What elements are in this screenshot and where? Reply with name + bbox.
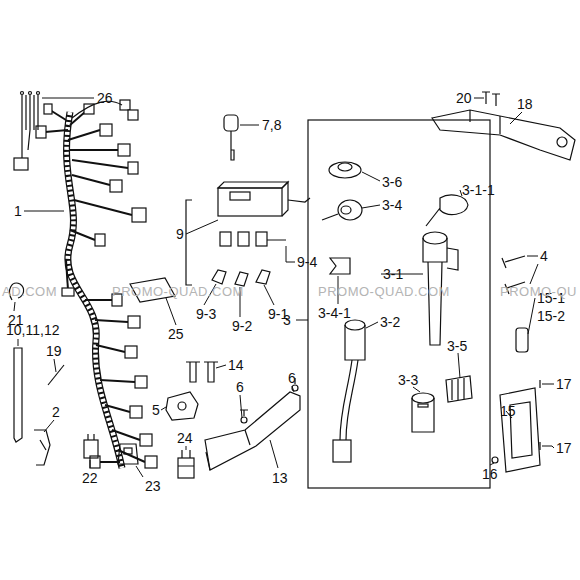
key <box>224 115 238 160</box>
watermark: PROMO-QUAD.COM <box>318 284 450 299</box>
callout-number: 3-6 <box>382 174 402 190</box>
callout-number: 24 <box>177 430 193 446</box>
small-parts <box>10 283 138 465</box>
callout-number: 10,11,12 <box>6 322 59 338</box>
watermark: PROMO-QU <box>500 284 577 299</box>
callout-number: 6 <box>288 370 296 386</box>
callout-number: 14 <box>228 357 244 373</box>
callout-number: 9 <box>176 226 184 242</box>
relay-and-connector <box>166 362 218 478</box>
callout-number: 6 <box>236 379 244 395</box>
watermark: PROMO-QUAD.COM <box>112 284 244 299</box>
callout-number: 3-4-1 <box>318 305 351 321</box>
callout-number: 3-2 <box>380 314 400 330</box>
callout-number: 15 <box>500 403 516 419</box>
mount-bracket <box>432 92 575 160</box>
callout-number: 7,8 <box>262 117 281 133</box>
callout-number: 13 <box>272 470 288 486</box>
leader-lines <box>14 98 554 477</box>
callout-number: 3-3 <box>398 372 418 388</box>
callout-number: 2 <box>52 404 60 420</box>
callout-number: 9-3 <box>196 306 216 322</box>
callout-number: 19 <box>46 343 62 359</box>
callout-number: 3-4 <box>382 197 402 213</box>
callout-number: 17 <box>556 440 572 456</box>
callout-number: 3-1-1 <box>462 182 495 198</box>
callout-number: 17 <box>556 376 572 392</box>
callout-number: 9-2 <box>232 318 252 334</box>
sub-harness <box>14 92 40 171</box>
callout-number: 9-4 <box>297 254 317 270</box>
callout-number: 25 <box>168 326 184 342</box>
callout-number: 22 <box>82 470 98 486</box>
callout-number: 4 <box>540 248 548 264</box>
callout-number: 20 <box>456 90 472 106</box>
callout-number: 23 <box>145 478 161 494</box>
group-outline <box>308 120 490 488</box>
callout-number: 15-2 <box>537 308 565 324</box>
bracket <box>205 378 300 470</box>
callout-number: 3 <box>283 312 291 328</box>
callout-number: 26 <box>97 90 113 106</box>
relay-box <box>186 182 310 286</box>
callout-number: 3-1 <box>383 266 403 282</box>
callout-number: 3-5 <box>447 338 467 354</box>
callout-number: 1 <box>14 203 22 219</box>
callout-number: 16 <box>482 466 498 482</box>
callout-number: 18 <box>517 96 533 112</box>
watermark: AD.COM <box>2 284 57 299</box>
callout-number: 5 <box>152 402 160 418</box>
